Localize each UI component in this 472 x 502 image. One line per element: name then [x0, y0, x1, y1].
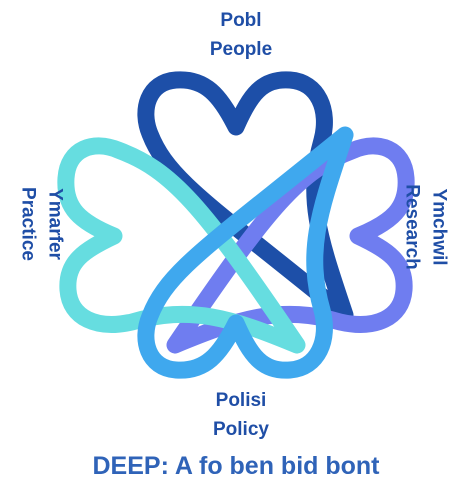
label-policy-english: Policy [213, 419, 269, 441]
label-people: Pobl People [186, 6, 296, 65]
heart-top-people [137, 71, 354, 324]
heart-right-research [166, 137, 415, 354]
label-practice-welsh: Ymarfer [44, 188, 66, 260]
label-practice: Ymarfer Practice [8, 164, 74, 284]
label-people-english: People [209, 39, 273, 61]
label-policy: Polisi Policy [186, 386, 296, 445]
caption: DEEP: A fo ben bid bont [92, 452, 380, 480]
label-people-welsh: Pobl [220, 10, 262, 31]
heart-left-practice [57, 137, 306, 354]
heart-bottom-policy [137, 126, 354, 379]
label-research: Ymchwil Research [392, 162, 458, 292]
label-policy-welsh: Polisi [215, 390, 267, 411]
label-research-english: Research [402, 184, 423, 270]
label-practice-english: Practice [18, 187, 39, 261]
label-research-welsh: Ymchwil [428, 188, 450, 266]
